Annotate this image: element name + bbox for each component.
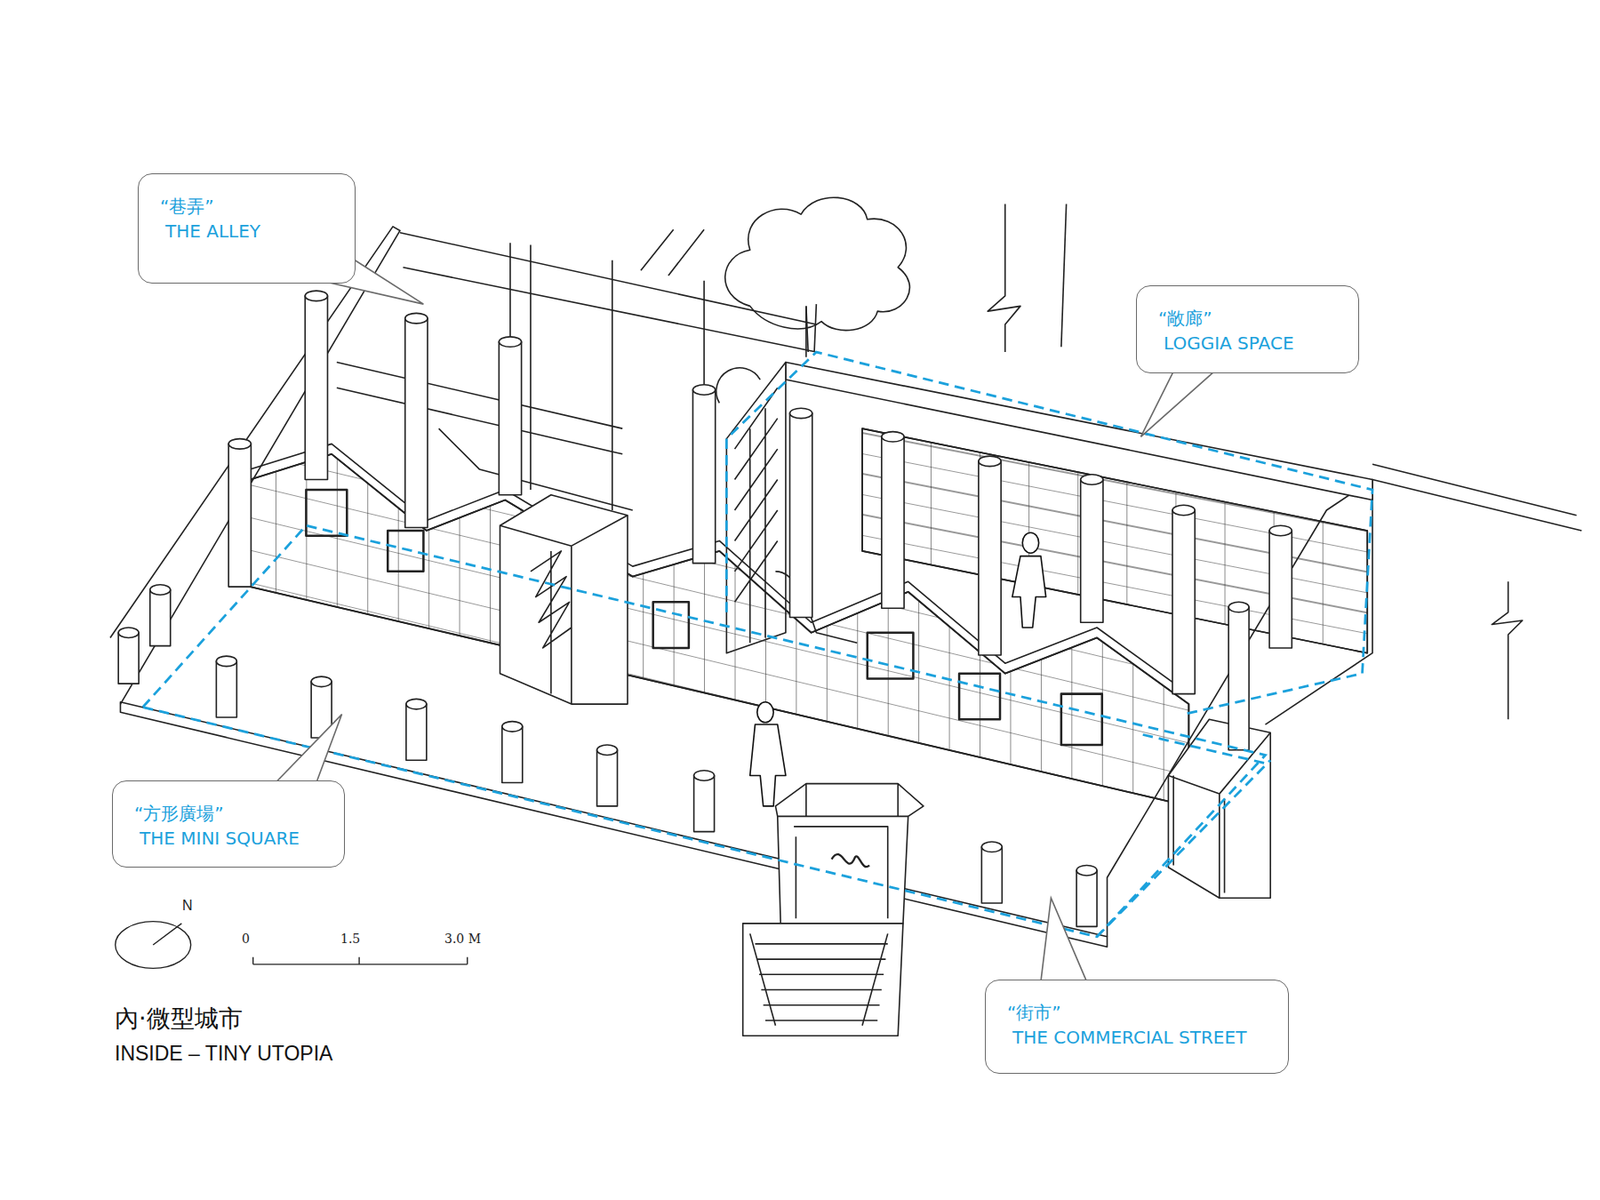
north-label: N [182,897,193,914]
callout-box: “街市”THE COMMERCIAL STREET [984,979,1289,1074]
callout-box: “方形廣場”THE MINI SQUARE [112,780,345,868]
callout-title-zh: “方形廣場” [134,800,325,826]
callout-title-en: THE COMMERCIAL STREET [1012,1024,1269,1050]
callout-title-zh: “敞廊” [1158,305,1339,331]
callout-title-zh: “街市” [1007,1000,1269,1025]
callout-title-en: THE ALLEY [165,218,336,244]
callout-title-en: THE MINI SQUARE [139,825,325,851]
drawing-title: 內·微型城市 [114,1002,243,1035]
callout-box: “巷弄”THE ALLEY [137,173,356,284]
callout-box: “敞廊”LOGGIA SPACE [1136,285,1360,374]
scale-number: 3.0 M [444,931,481,946]
scale-number: 0 [241,931,250,946]
callout-title-en: LOGGIA SPACE [1163,330,1339,356]
drawing-caption: INSIDE – TINY UTOPIA [114,1041,333,1066]
scale-number: 1.5 [340,931,360,946]
callout-title-zh: “巷弄” [160,193,336,219]
